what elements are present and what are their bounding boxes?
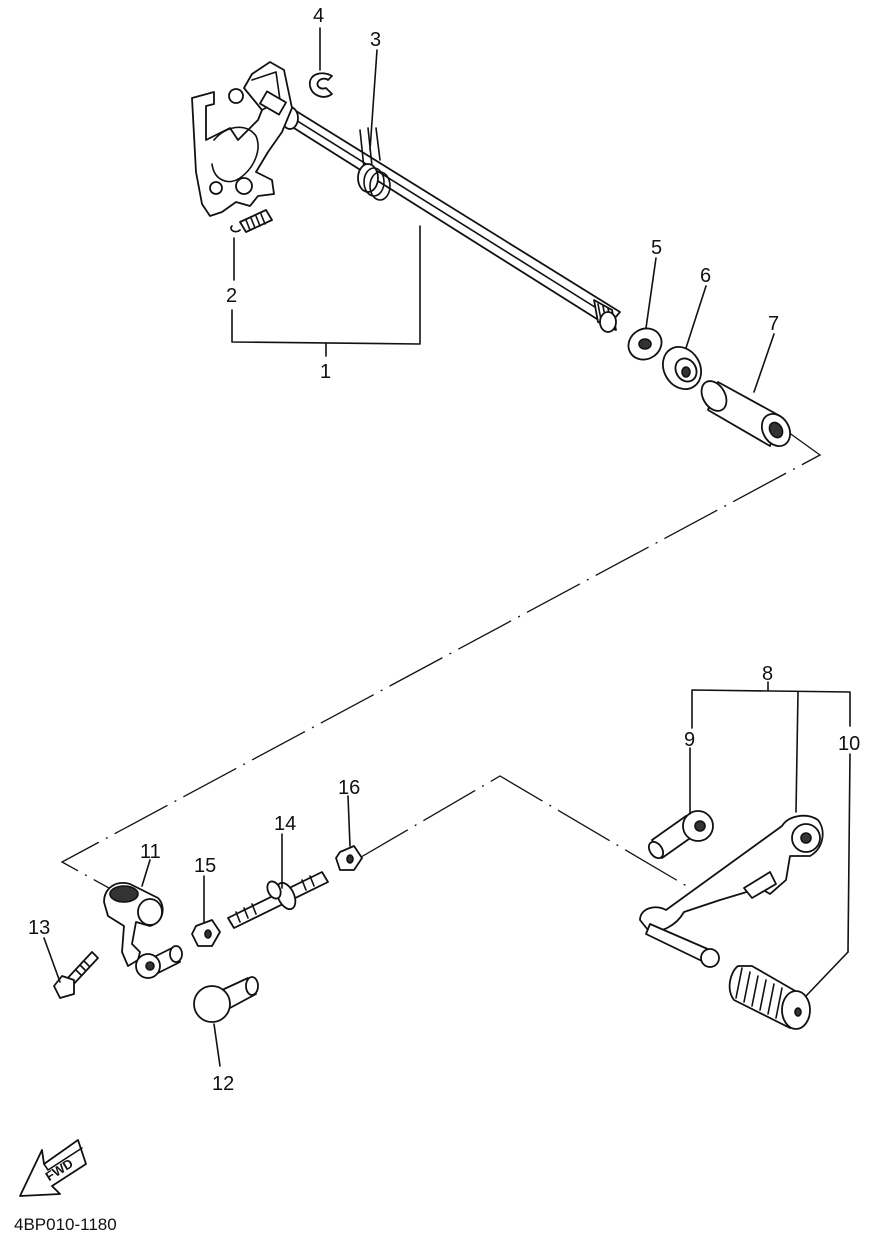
diagram-code: 4BP010-1180 — [14, 1215, 117, 1234]
part-16-nut — [335, 845, 363, 871]
callout-13: 13 — [28, 917, 50, 939]
part-8-shift-pedal — [639, 814, 824, 968]
assembly-lines — [60, 431, 822, 894]
part-12-joint-end — [193, 976, 259, 1023]
callout-4: 4 — [313, 5, 324, 27]
part-13-bolt — [53, 951, 99, 999]
part-5-washer — [627, 327, 663, 361]
part-10-pedal-rubber — [728, 965, 811, 1030]
part-11-shift-lever — [103, 882, 183, 979]
part-6-oil-seal — [662, 346, 702, 390]
callout-6: 6 — [700, 265, 711, 287]
forward-direction-arrow: FWD — [19, 1139, 87, 1197]
callout-8: 8 — [762, 663, 773, 685]
callout-12: 12 — [212, 1073, 234, 1095]
callout-16: 16 — [338, 777, 360, 799]
part-4-circlip — [309, 72, 333, 98]
callout-1: 1 — [320, 361, 331, 383]
shift-arm — [191, 61, 293, 217]
part-7-collar — [700, 380, 792, 447]
callout-5: 5 — [651, 237, 662, 259]
callout-14: 14 — [274, 813, 296, 835]
callout-3: 3 — [370, 29, 381, 51]
callout-7: 7 — [768, 313, 779, 335]
callout-11: 11 — [140, 841, 161, 863]
callout-2: 2 — [226, 285, 237, 307]
leader-lines — [43, 27, 851, 1067]
callout-labels: 1 2 3 4 5 6 7 8 9 10 11 12 13 14 15 16 — [28, 5, 860, 1095]
part-15-nut — [191, 919, 221, 947]
part-14-shift-rod — [227, 871, 329, 929]
part-2-spring — [230, 209, 273, 233]
callout-10: 10 — [838, 733, 860, 755]
callout-9: 9 — [684, 729, 695, 751]
part-9-joint — [647, 810, 714, 860]
part-3-torsion-spring — [357, 127, 391, 201]
shift-shaft — [277, 105, 621, 333]
callout-15: 15 — [194, 855, 216, 877]
